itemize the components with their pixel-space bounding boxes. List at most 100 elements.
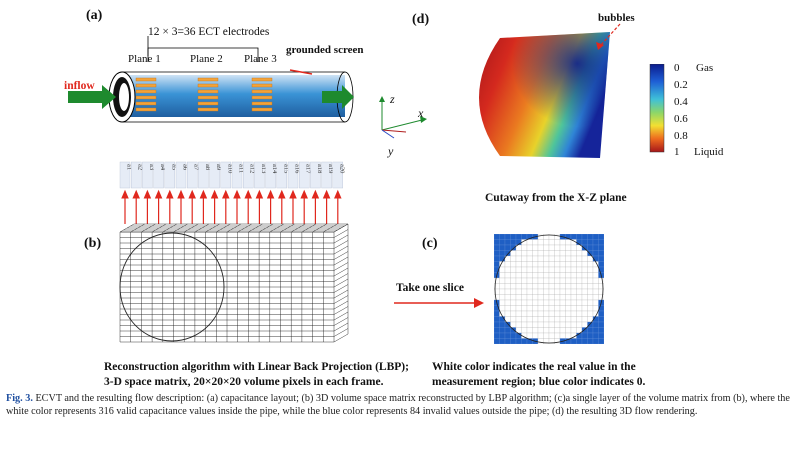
slice-cell-valid (587, 266, 594, 273)
slice-cell-valid (521, 288, 528, 295)
slice-cell-valid (510, 294, 517, 301)
pipe-section-outline (119, 232, 225, 342)
slice-cell-valid (565, 261, 572, 268)
slice-cell-invalid (581, 244, 588, 251)
slice-cell-valid (532, 244, 539, 251)
slice-cell-valid (570, 316, 577, 323)
slice-cell-invalid (598, 310, 604, 317)
slice-cell-valid (570, 266, 577, 273)
column-arrowhead (121, 189, 129, 199)
slice-cell-valid (554, 299, 561, 306)
slice-cell-valid (526, 316, 533, 323)
column-label: a20 (338, 164, 345, 173)
slice-cell-valid (537, 310, 544, 317)
slice-cell-valid (576, 277, 583, 284)
slice-cell-valid (554, 244, 561, 251)
slice-cell-invalid (598, 332, 604, 339)
slice-cell-valid (504, 261, 511, 268)
slice-cell-valid (499, 288, 506, 295)
slice-cell-valid (587, 288, 594, 295)
slice-cell-valid (548, 316, 555, 323)
slice-cell-valid (521, 299, 528, 306)
slice-cell-valid (532, 288, 539, 295)
slice-cell-invalid (494, 244, 500, 251)
slice-cell-invalid (587, 239, 594, 246)
slice-cell-invalid (592, 250, 599, 257)
slice-cell-valid (510, 310, 517, 317)
slice-cell-valid (532, 305, 539, 312)
slice-cell-valid (543, 272, 550, 279)
slice-cell-valid (526, 266, 533, 273)
slice-cell-invalid (587, 234, 594, 240)
slice-cell-valid (515, 261, 522, 268)
column-label: a6 (182, 164, 189, 171)
column-arrowhead (188, 189, 196, 199)
slice-cell-valid (576, 305, 583, 312)
slice-cell-invalid (587, 338, 594, 344)
slice-cell-valid (526, 332, 533, 339)
slice-cell-valid (570, 321, 577, 328)
column-label-box (209, 161, 220, 189)
slice-cell-valid (521, 283, 528, 290)
slice-cell-valid (504, 310, 511, 317)
slice-cell-valid (570, 299, 577, 306)
slice-cell-valid (548, 327, 555, 334)
column-label-box (287, 161, 299, 189)
gas-label: Gas (696, 62, 714, 74)
slice-cell-valid (565, 244, 572, 251)
slice-cell-valid (565, 305, 572, 312)
slice-cell-invalid (592, 332, 599, 339)
slice-cell-valid (581, 255, 588, 262)
slice-cell-valid (510, 255, 517, 262)
slice-cell-valid (526, 250, 533, 257)
slice-cell-invalid (587, 327, 594, 334)
slice-cell-invalid (581, 327, 588, 334)
slice-cell-valid (537, 244, 544, 251)
slice-cell-valid (532, 283, 539, 290)
slice-cell-invalid (494, 327, 500, 334)
slice-cell-valid (554, 332, 561, 339)
slice-cell-valid (532, 277, 539, 284)
slice-cell-valid (504, 272, 511, 279)
slice-cell-valid (537, 338, 544, 344)
column-arrowhead (334, 189, 342, 199)
slice-cell-valid (592, 277, 599, 284)
slice-cell-valid (554, 327, 561, 334)
slice-cell-valid (510, 261, 517, 268)
column-label-box (332, 161, 344, 189)
flow-rendering (479, 23, 621, 158)
slice-cell-valid (532, 299, 539, 306)
column-label: a4 (159, 164, 166, 171)
slice-cell-invalid (598, 261, 604, 268)
slice-cell-valid (559, 299, 566, 306)
slice-cell-valid (581, 283, 588, 290)
slice-cell-valid (570, 272, 577, 279)
slice-cell-valid (515, 255, 522, 262)
outflow-arrow (322, 85, 354, 109)
slice-cell-valid (554, 283, 561, 290)
slice-cell-valid (559, 332, 566, 339)
slice-cell-valid (576, 272, 583, 279)
slice-cell-invalid (581, 332, 588, 339)
slice-cell-valid (526, 277, 533, 284)
column-arrowhead (244, 189, 252, 199)
slice-cell-invalid (499, 321, 506, 328)
slice-cell-valid (499, 283, 506, 290)
slice-cell-valid (570, 255, 577, 262)
slice-cell-valid (521, 316, 528, 323)
slice-cell-valid (510, 321, 517, 328)
slice-cell-valid (565, 316, 572, 323)
slice-cell-valid (581, 316, 588, 323)
slice-cell-valid (537, 299, 544, 306)
slice-cell-invalid (598, 255, 604, 262)
panel-c-caption-line2: measurement region; blue color indicates… (432, 376, 646, 388)
slice-cell-invalid (521, 234, 528, 240)
slice-cell-valid (576, 250, 583, 257)
slice-cell-valid (559, 310, 566, 317)
grounded-screen-label: grounded screen (286, 44, 364, 56)
column-label-box (254, 161, 265, 189)
panel-d-label: (d) (412, 12, 430, 27)
slice-cell-valid (592, 288, 599, 295)
slice-cell-valid (532, 250, 539, 257)
slice-cell-invalid (494, 338, 500, 344)
